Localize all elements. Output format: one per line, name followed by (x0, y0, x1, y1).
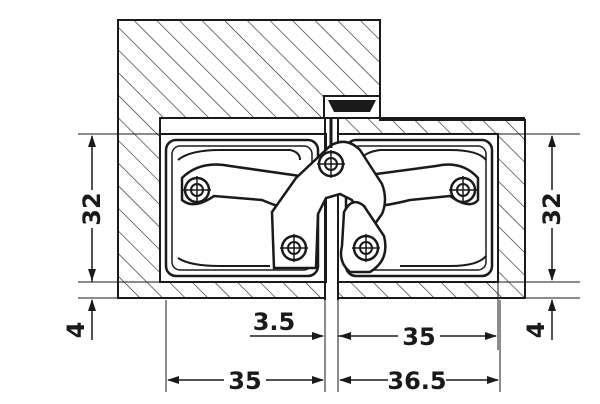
dim-gap: 3.5 (253, 308, 296, 336)
pivot-top (317, 150, 345, 178)
dim-right-height: 32 (538, 192, 566, 225)
seal-block (323, 95, 381, 119)
pivot-lower-right (352, 234, 380, 262)
screw-right (449, 176, 477, 204)
extension-lines (78, 133, 580, 392)
dim-left-height: 32 (78, 192, 106, 225)
dim-right-offset: 4 (522, 322, 550, 339)
screw-left (183, 176, 211, 204)
pivot-lower-left (280, 234, 308, 262)
dim-left-offset: 4 (62, 322, 90, 339)
dim-left-depth: 35 (228, 367, 261, 395)
dim-right-depth-lower: 36.5 (387, 367, 446, 395)
dim-right-depth-upper: 35 (402, 323, 435, 351)
